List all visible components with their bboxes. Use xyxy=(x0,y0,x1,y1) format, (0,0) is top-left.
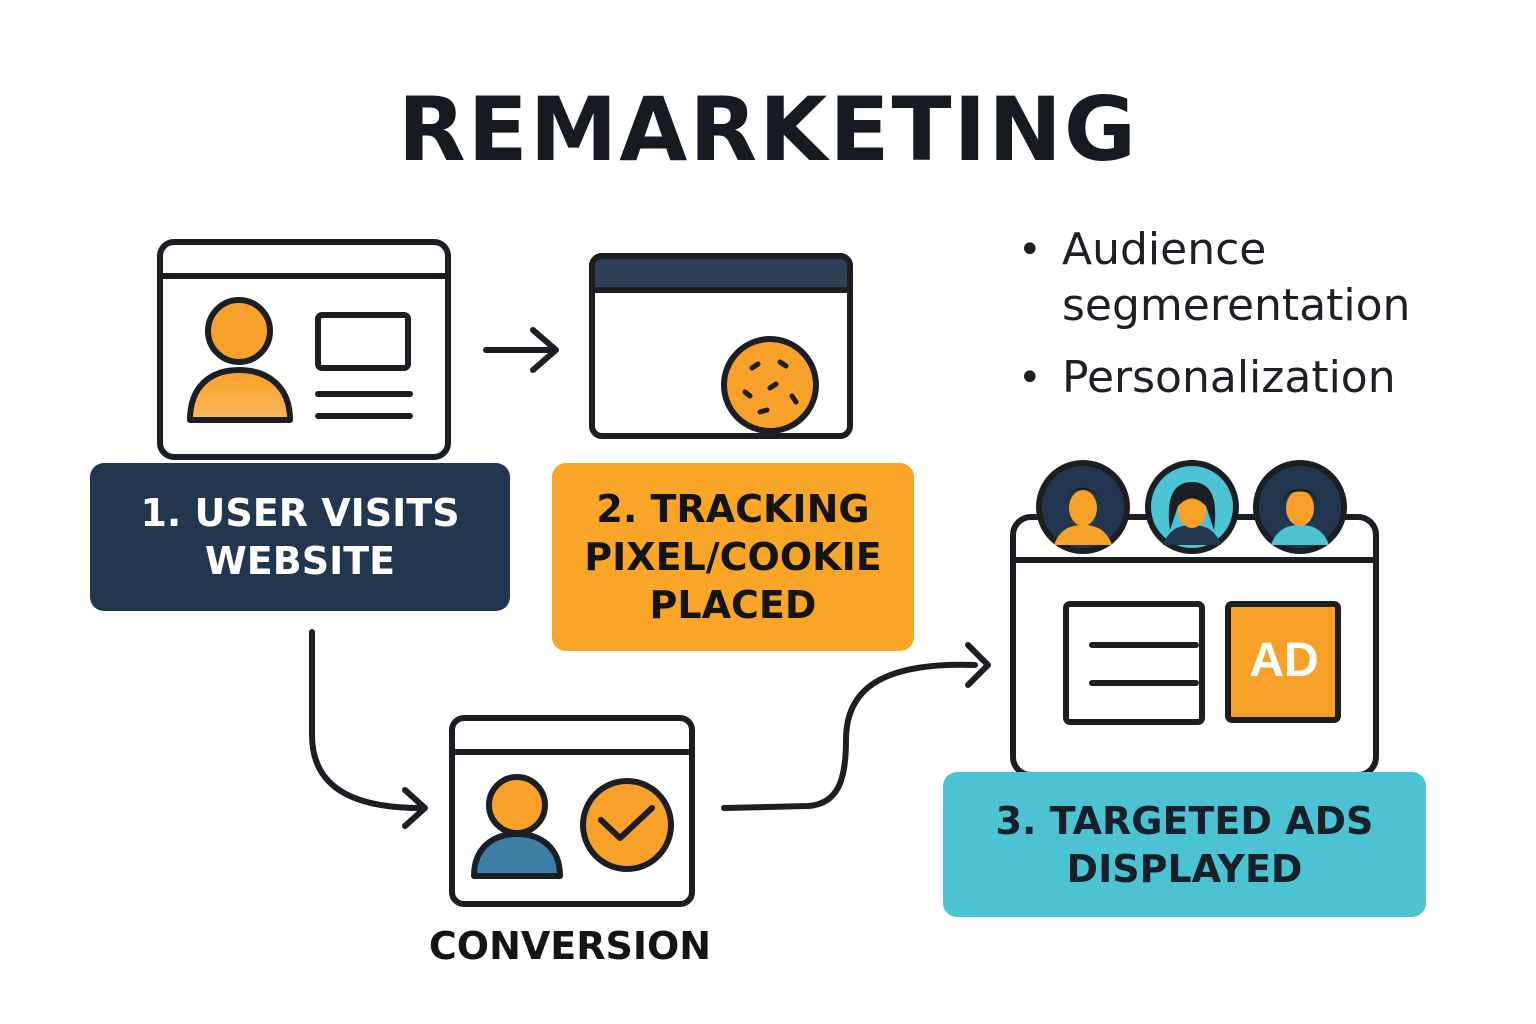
step-3-text: 3. TARGETED ADS DISPLAYED xyxy=(995,798,1374,891)
checkmark-icon xyxy=(580,778,674,872)
avatar-icon xyxy=(1036,460,1130,554)
step-2-text: 2. TRACKING PIXEL/COOKIE PLACED xyxy=(584,487,882,627)
arrow-icon xyxy=(721,642,991,811)
step-1-label: 1. USER VISITS WEBSITE xyxy=(90,463,510,611)
bullet-list: • Audience segmerentation • Personalizat… xyxy=(1018,222,1518,406)
step-1-text: 1. USER VISITS WEBSITE xyxy=(140,491,460,583)
cookie-icon xyxy=(721,336,819,434)
bullet-dot-icon: • xyxy=(1018,227,1042,273)
ad-badge-text: AD xyxy=(1249,634,1318,687)
bullet-item: • Audience segmerentation xyxy=(1018,222,1518,334)
arrow-icon xyxy=(309,629,428,829)
bullet-text: Audience segmerentation xyxy=(1062,224,1411,331)
diagram-title: REMARKETING xyxy=(397,78,1139,181)
arrow-icon xyxy=(483,327,559,373)
step-2-label: 2. TRACKING PIXEL/COOKIE PLACED xyxy=(552,463,914,651)
bullet-dot-icon: • xyxy=(1018,355,1042,401)
conversion-label: CONVERSION xyxy=(428,924,712,968)
ad-badge-box xyxy=(1225,601,1341,723)
avatar-icon xyxy=(1145,460,1239,554)
bullet-text: Personalization xyxy=(1062,352,1396,403)
user-icon xyxy=(187,297,293,423)
browser-window-icon xyxy=(157,239,451,460)
step-3-label: 3. TARGETED ADS DISPLAYED xyxy=(943,772,1426,917)
user-icon xyxy=(471,774,563,879)
avatar-icon xyxy=(1253,460,1347,554)
bullet-item: • Personalization xyxy=(1018,350,1518,406)
